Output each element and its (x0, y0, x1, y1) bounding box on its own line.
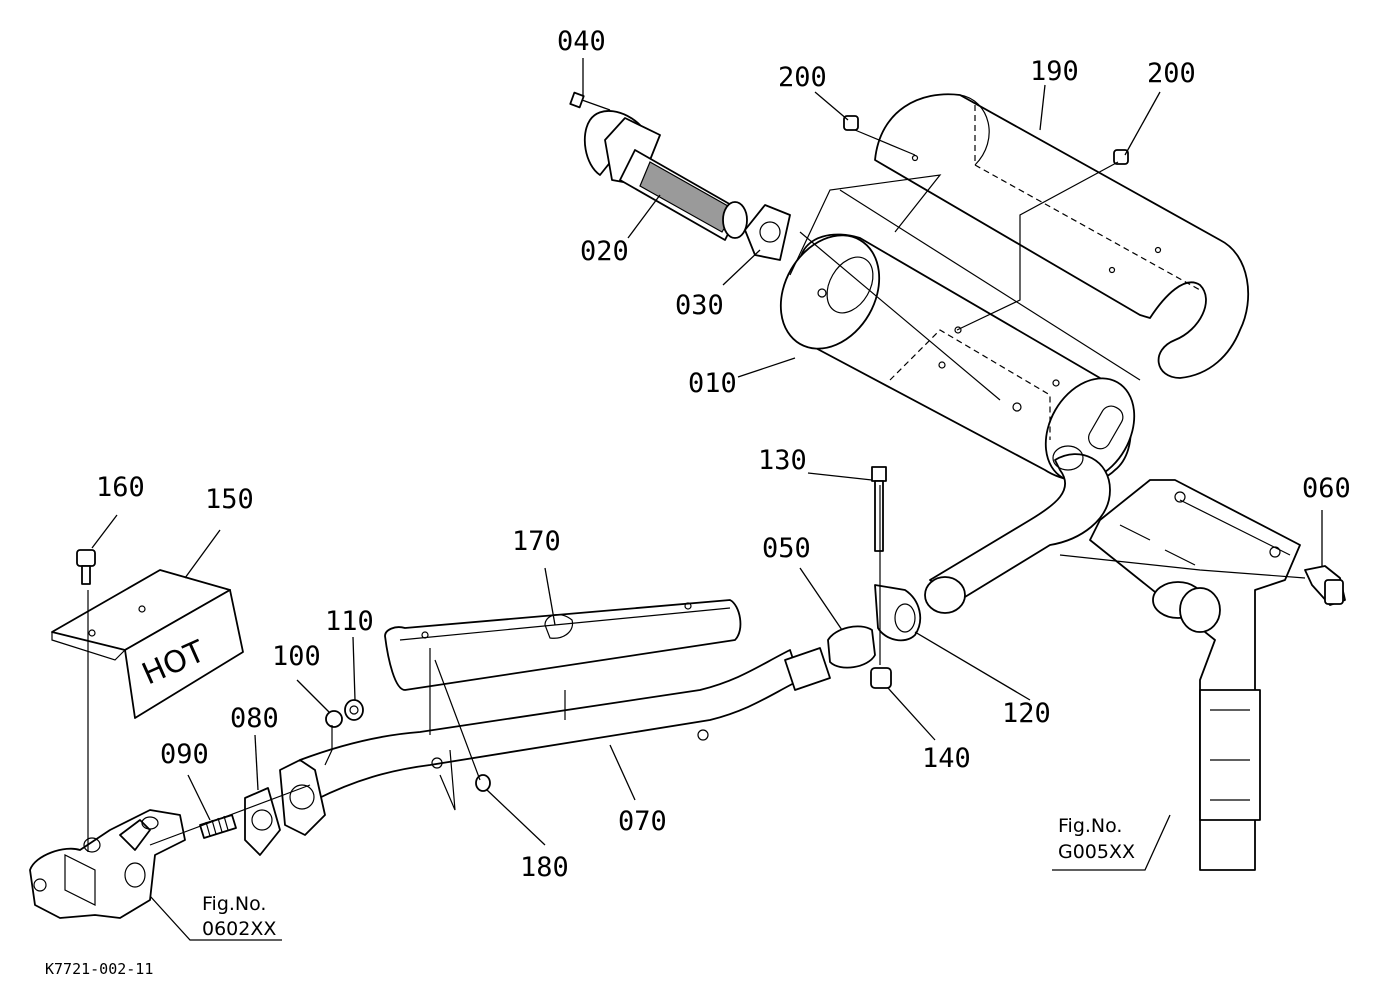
tail-pipe (924, 445, 1111, 614)
nut-110 (344, 699, 364, 721)
label-100: 100 (272, 641, 321, 672)
muffler-cover (874, 93, 1250, 379)
exhaust-pipe (299, 647, 831, 811)
label-040: 040 (557, 26, 606, 57)
spark-arrester-pipe (583, 110, 791, 261)
diagram-code: K7721-002-11 (45, 960, 153, 978)
label-150: 150 (205, 484, 254, 515)
pipe-heat-shield (384, 599, 742, 720)
gasket-030 (279, 759, 326, 836)
clamp-assembly (827, 466, 922, 689)
leader-lines (91, 58, 1323, 941)
bolt-160 (76, 549, 96, 585)
stud-090 (199, 814, 237, 839)
fitting-060 (1304, 565, 1346, 606)
fig-ref-prefix: Fig.No. (1058, 815, 1122, 837)
label-070: 070 (618, 806, 667, 837)
fig-ref-number: G005XX (1058, 841, 1135, 863)
label-120: 120 (1002, 698, 1051, 729)
label-010: 010 (688, 368, 737, 399)
label-090: 090 (160, 739, 209, 770)
label-050: 050 (762, 533, 811, 564)
hot-shield: HOT (51, 569, 244, 719)
fig-ref-g005xx: Fig.No. G005XX (1058, 815, 1135, 863)
label-190: 190 (1030, 56, 1079, 87)
assembly-lines (87, 129, 1306, 852)
label-160: 160 (96, 472, 145, 503)
fig-ref-prefix: Fig.No. (202, 893, 266, 915)
label-180: 180 (520, 852, 569, 883)
label-200-left: 200 (778, 62, 827, 93)
label-020: 020 (580, 236, 629, 267)
label-140: 140 (922, 743, 971, 774)
fig-ref-0602xx: Fig.No. 0602XX (202, 893, 276, 940)
nut-180 (475, 774, 491, 792)
bolt-040 (569, 91, 611, 111)
part-labels: 040 200 190 200 020 030 010 130 060 050 … (96, 26, 1351, 883)
fig-ref-number: 0602XX (202, 918, 276, 940)
label-130: 130 (758, 445, 807, 476)
gasket-080 (244, 787, 281, 856)
label-030: 030 (675, 290, 724, 321)
label-110: 110 (325, 606, 374, 637)
label-170: 170 (512, 526, 561, 557)
frame-bracket (1089, 479, 1301, 871)
exhaust-manifold (29, 809, 186, 919)
label-200-right: 200 (1147, 58, 1196, 89)
washer-100 (325, 710, 343, 728)
label-080: 080 (230, 703, 279, 734)
label-060: 060 (1302, 473, 1351, 504)
